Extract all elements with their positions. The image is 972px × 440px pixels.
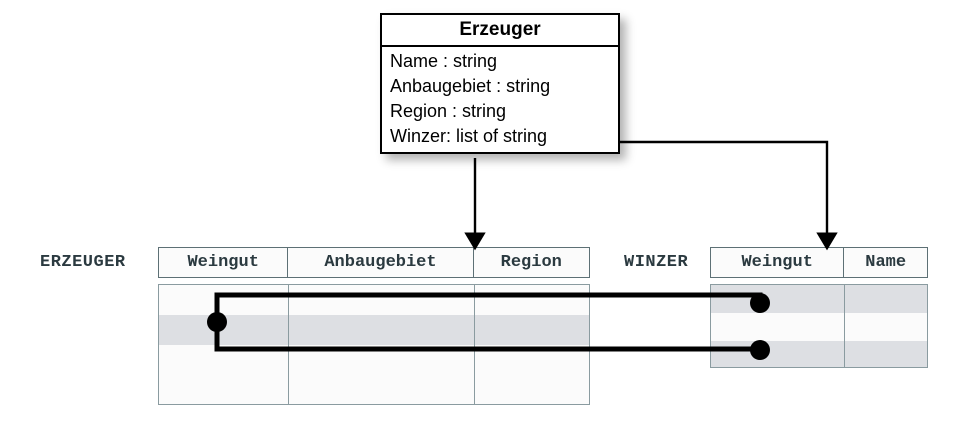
table-cell (711, 285, 844, 313)
table-cell (474, 285, 589, 315)
table-body-winzer (710, 284, 928, 368)
table-cell (844, 313, 927, 341)
link-dot-winzer-row3 (750, 340, 770, 360)
table-row[interactable] (711, 285, 927, 313)
table-cell (159, 285, 288, 315)
table-row[interactable] (159, 375, 589, 404)
uml-attribute: Winzer: list of string (390, 126, 548, 146)
table-header-erzeuger: Weingut Anbaugebiet Region (158, 247, 590, 278)
table-cell (844, 341, 927, 367)
table-cell (844, 285, 927, 313)
uml-attribute: Anbaugebiet : string (390, 76, 551, 96)
table-cell (474, 315, 589, 345)
uml-class-box: Erzeuger Name : string Anbaugebiet : str… (380, 13, 620, 154)
link-dot-erzeuger-row2 (207, 312, 227, 332)
table-cell (474, 345, 589, 375)
column-header-region: Region (472, 248, 589, 277)
table-body-erzeuger (158, 284, 590, 405)
table-label-winzer: WINZER (624, 253, 689, 272)
uml-attribute: Region : string (390, 101, 507, 121)
column-header-weingut: Weingut (187, 253, 259, 272)
column-header-name: Name (843, 248, 927, 277)
column-header-anbaugebiet: Anbaugebiet (287, 248, 472, 277)
table-cell (159, 375, 288, 404)
uml-attribute: Name : string (390, 51, 498, 71)
column-header-weingut: Weingut (741, 253, 813, 272)
link-dot-winzer-row1 (750, 293, 770, 313)
arrow-winzer-attr-to-winzer-table (603, 140, 838, 251)
table-cell (474, 375, 589, 404)
table-cell (288, 285, 474, 315)
table-label-erzeuger: ERZEUGER (40, 253, 126, 272)
table-cell (288, 375, 474, 404)
table-row[interactable] (159, 345, 589, 375)
table-row[interactable] (711, 313, 927, 341)
table-row[interactable] (159, 285, 589, 315)
uml-class-name: Erzeuger (382, 15, 618, 47)
table-cell (288, 315, 474, 345)
uml-attribute-list: Name : string Anbaugebiet : string Regio… (382, 47, 618, 152)
table-cell (711, 341, 844, 367)
table-row[interactable] (711, 341, 927, 367)
table-cell (711, 313, 844, 341)
table-cell (159, 345, 288, 375)
table-cell (288, 345, 474, 375)
table-header-winzer: Weingut Name (710, 247, 928, 278)
